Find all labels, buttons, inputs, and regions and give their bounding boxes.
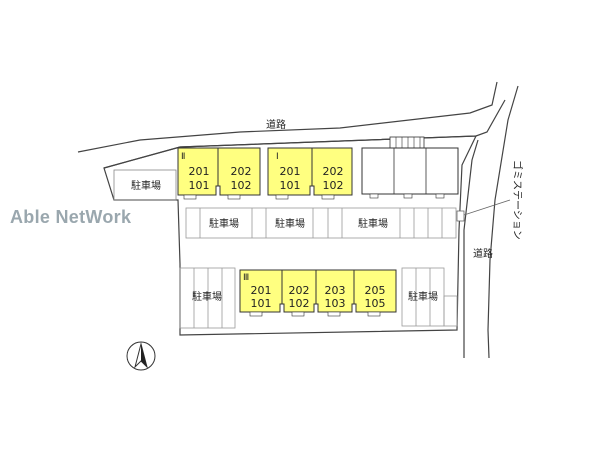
road-label-right: 道路: [473, 247, 493, 260]
road-right-edge-left: [463, 139, 479, 358]
building-2[interactable]: Ⅱ 201 101 202 102: [177, 147, 261, 200]
unit-201: 201: [280, 165, 301, 178]
parking-label-middle-2: 駐車場: [275, 217, 305, 230]
parking-middle-strip: [185, 207, 457, 239]
parking-label-bottom-left: 駐車場: [192, 290, 222, 303]
parking-label-middle-3: 駐車場: [358, 217, 388, 230]
unit-101: 101: [251, 297, 272, 310]
parking-left-bottom: [179, 267, 236, 329]
parking-label-bottom-right: 駐車場: [408, 290, 438, 303]
unit-202: 202: [231, 165, 252, 178]
unit-102: 102: [231, 179, 252, 192]
unit-101: 101: [189, 179, 210, 192]
parking-label-middle-1: 駐車場: [209, 217, 239, 230]
unit-202: 202: [289, 284, 310, 297]
unit-103: 103: [325, 297, 346, 310]
unit-202: 202: [323, 165, 344, 178]
parking-left-top: [113, 169, 177, 201]
unit-203: 203: [325, 284, 346, 297]
adjacent-building: [361, 136, 459, 199]
unit-201: 201: [189, 165, 210, 178]
building-3-name: Ⅲ: [243, 273, 249, 283]
watermark-logo: Able NetWork: [10, 207, 132, 227]
parking-right-bottom: [401, 267, 458, 327]
unit-102: 102: [289, 297, 310, 310]
unit-101: 101: [280, 179, 301, 192]
unit-201: 201: [251, 284, 272, 297]
north-arrow-icon: [126, 341, 156, 371]
unit-102: 102: [323, 179, 344, 192]
garbage-station-label: ゴミステーション: [511, 160, 524, 240]
garbage-station-leader: [463, 199, 511, 216]
building-2-name: Ⅱ: [181, 152, 185, 162]
unit-105: 105: [365, 297, 386, 310]
unit-205: 205: [365, 284, 386, 297]
building-1-name: Ⅰ: [276, 152, 279, 162]
road-top-edge-upper: [77, 81, 498, 153]
building-3[interactable]: Ⅲ 201 101 202 102 203 103 205 105: [239, 269, 397, 317]
garbage-station-box: [456, 210, 465, 222]
road-right-edge-right: [487, 85, 519, 359]
road-label-top: 道路: [266, 118, 286, 131]
building-1[interactable]: Ⅰ 201 101 202 102: [267, 147, 353, 200]
parking-label-top-left: 駐車場: [131, 179, 161, 192]
